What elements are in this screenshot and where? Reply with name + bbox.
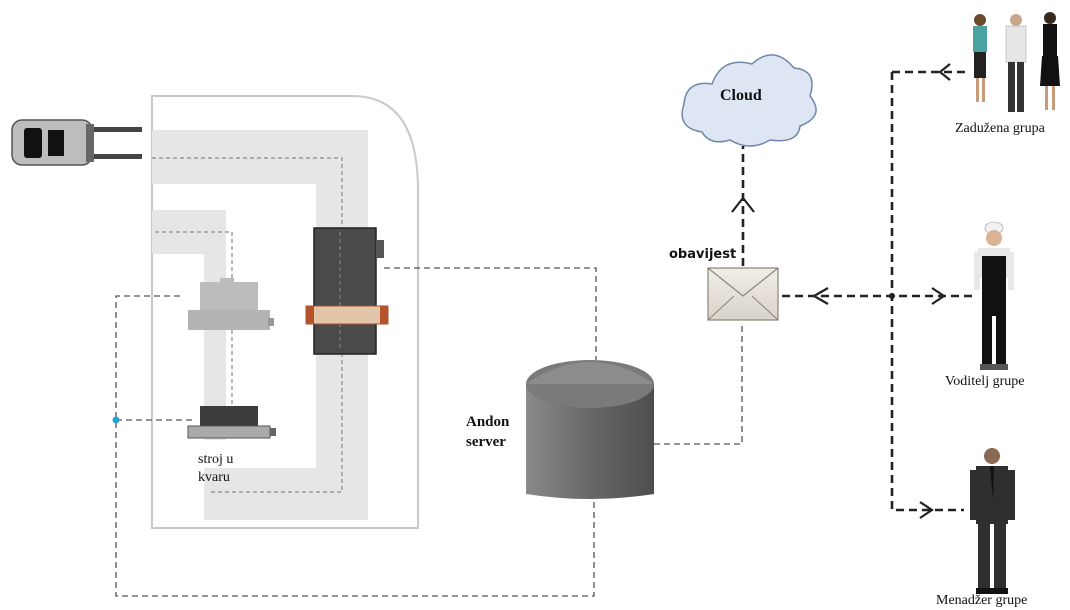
cloud-label: Cloud (720, 87, 762, 104)
junction-node (889, 293, 895, 299)
network-links (115, 267, 743, 597)
assigned-group-people-icon (973, 12, 1060, 112)
group-manager-label: Menadžer grupe (936, 593, 1028, 608)
sensor-node (112, 416, 120, 424)
arrowheads (731, 63, 951, 519)
server-label-line1: Andon (466, 414, 510, 430)
cloud-icon (681, 54, 817, 147)
machine-label-line1: stroj u (198, 452, 234, 467)
production-machine (305, 227, 389, 355)
broken-machine (187, 406, 276, 439)
forklift-icon (11, 119, 142, 166)
notification-label: obavijest (669, 247, 737, 262)
andon-server (526, 360, 654, 499)
group-manager-suit-icon (970, 448, 1015, 594)
assigned-group-label: Zadužena grupa (955, 121, 1045, 136)
group-leader-label: Voditelj grupe (945, 374, 1025, 389)
envelope-icon (707, 267, 779, 321)
machine-unit (188, 278, 274, 330)
group-leader-worker-icon (974, 221, 1014, 370)
machine-label-line2: kvaru (198, 470, 230, 485)
server-label-line2: server (466, 434, 506, 450)
